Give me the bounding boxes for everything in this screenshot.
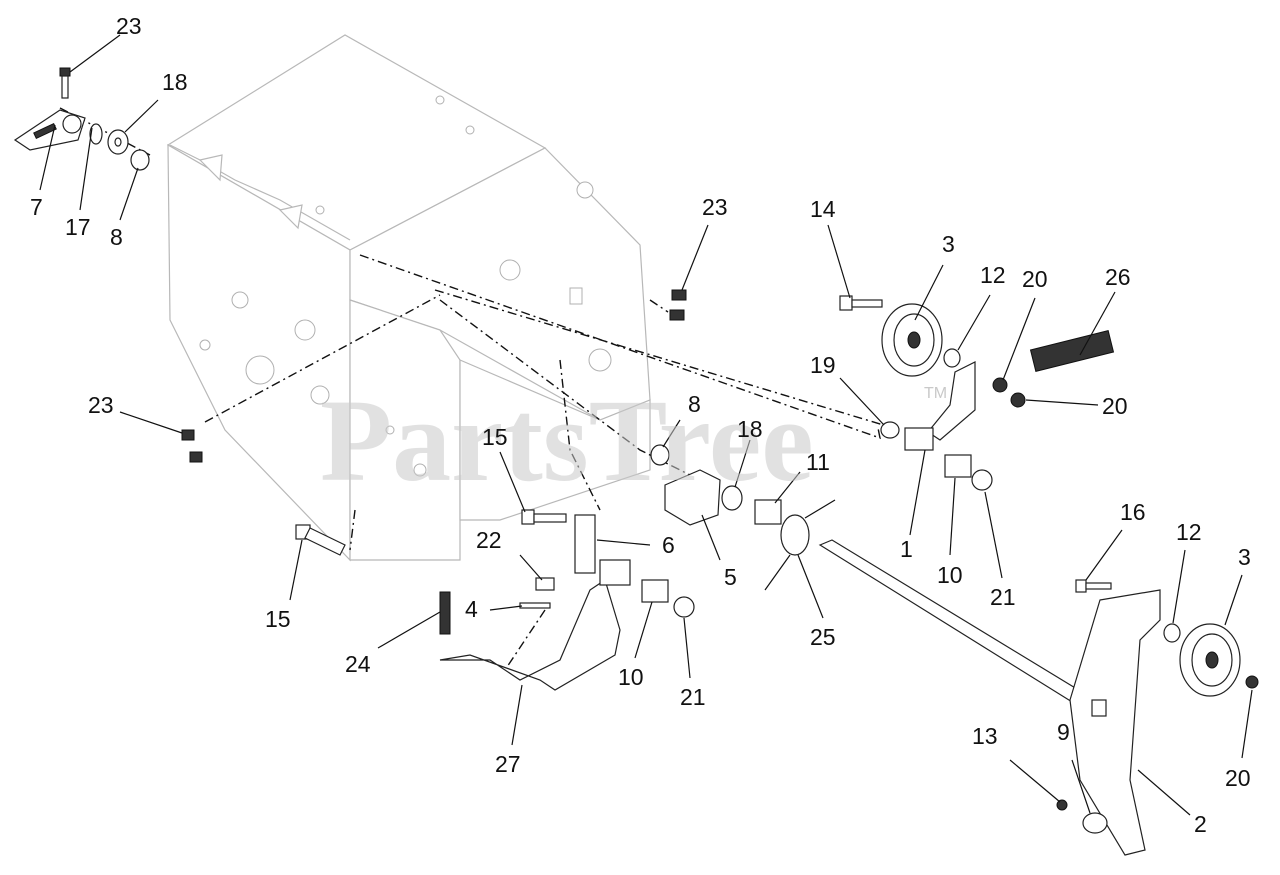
callout-2: 2 xyxy=(1194,811,1207,837)
callout-9: 9 xyxy=(1057,719,1070,745)
callout-20: 20 xyxy=(1022,266,1048,292)
part-1-bushing xyxy=(904,427,934,451)
watermark-trademark: TM xyxy=(924,385,947,402)
callout-23: 23 xyxy=(88,392,114,418)
part-13-nut xyxy=(1056,799,1068,811)
callout-25: 25 xyxy=(810,624,836,650)
part-2-arm xyxy=(1069,589,1161,856)
part-20-nut-lower xyxy=(1245,675,1259,689)
part-14-bolt xyxy=(839,295,883,311)
callout-20: 20 xyxy=(1102,393,1128,419)
callout-4: 4 xyxy=(465,596,478,622)
callout-16: 16 xyxy=(1120,499,1146,525)
callout-18: 18 xyxy=(737,416,763,442)
callout-24: 24 xyxy=(345,651,371,677)
part-7-lever-arm xyxy=(13,109,86,151)
leader-lines xyxy=(39,34,1253,816)
callout-15: 15 xyxy=(265,606,291,632)
part-11-bushing xyxy=(754,499,782,525)
part-10-spacer-lower xyxy=(641,579,669,603)
callout-11: 11 xyxy=(806,449,830,475)
callout-15: 15 xyxy=(482,424,508,450)
callout-21: 21 xyxy=(680,684,706,710)
watermark-brand: PartsTree xyxy=(320,375,814,506)
chassis-frame xyxy=(166,34,651,562)
part-3-pulley-upper xyxy=(881,303,943,377)
part-8-bushing-mid xyxy=(650,444,670,466)
callout-14: 14 xyxy=(810,196,836,222)
part-15-pin-upper xyxy=(521,509,567,525)
part-12-spacer-lower xyxy=(1163,623,1181,643)
callout-1: 1 xyxy=(900,536,913,562)
part-6-plate xyxy=(574,514,596,574)
callout-10: 10 xyxy=(618,664,644,690)
callout-27: 27 xyxy=(495,751,521,777)
part-23-bolts-right xyxy=(669,289,687,321)
callout-3: 3 xyxy=(1238,544,1251,570)
callout-8: 8 xyxy=(688,391,701,417)
part-22-clip xyxy=(535,577,555,591)
callout-26: 26 xyxy=(1105,264,1131,290)
part-10-spacer-upper xyxy=(944,454,972,478)
part-15-pin-lower xyxy=(295,524,346,556)
part-25-torsion-spring xyxy=(764,499,836,591)
part-18-washer-top xyxy=(107,129,129,155)
callout-18: 18 xyxy=(162,69,188,95)
callout-19: 19 xyxy=(810,352,836,378)
part-26-spring xyxy=(1029,330,1115,372)
part-16-bolt xyxy=(1075,579,1112,593)
callout-3: 3 xyxy=(942,231,955,257)
part-18-washer-mid xyxy=(721,485,743,511)
part-3-pulley-lower xyxy=(1179,623,1241,697)
part-1-idler-bracket xyxy=(927,361,976,441)
part-27-pedal xyxy=(439,559,631,691)
watermark: PartsTree TM xyxy=(320,375,947,506)
part-20-nut-upper xyxy=(992,377,1026,408)
part-21-nut-lower xyxy=(673,596,695,618)
callout-20: 20 xyxy=(1225,765,1251,791)
callout-7: 7 xyxy=(30,194,43,220)
callout-13: 13 xyxy=(972,723,998,749)
part-4-pin xyxy=(519,602,551,609)
part-19-washer xyxy=(880,421,900,439)
callout-23: 23 xyxy=(116,13,142,39)
part-12-spacer-upper xyxy=(943,348,961,368)
alignment-lines xyxy=(59,107,901,671)
callout-22: 22 xyxy=(476,527,502,553)
callout-17: 17 xyxy=(65,214,91,240)
callout-8: 8 xyxy=(110,224,123,250)
callout-6: 6 xyxy=(662,532,675,558)
callout-labels: 23 18 7 17 8 23 14 3 12 20 26 19 20 23 8… xyxy=(30,13,1251,837)
callout-12: 12 xyxy=(1176,519,1202,545)
callout-5: 5 xyxy=(724,564,737,590)
part-24-spring xyxy=(439,591,451,635)
callout-23: 23 xyxy=(702,194,728,220)
part-17-clip xyxy=(89,123,103,145)
part-8-bushing-top xyxy=(130,149,150,171)
part-21-nut-upper xyxy=(971,469,993,491)
part-9-roller xyxy=(1082,812,1108,834)
callout-21: 21 xyxy=(990,584,1016,610)
part-23-bolt-top xyxy=(59,67,71,99)
part-5-bracket xyxy=(664,469,721,526)
callout-12: 12 xyxy=(980,262,1006,288)
part-23-bolts-left xyxy=(181,429,203,463)
callout-10: 10 xyxy=(937,562,963,588)
